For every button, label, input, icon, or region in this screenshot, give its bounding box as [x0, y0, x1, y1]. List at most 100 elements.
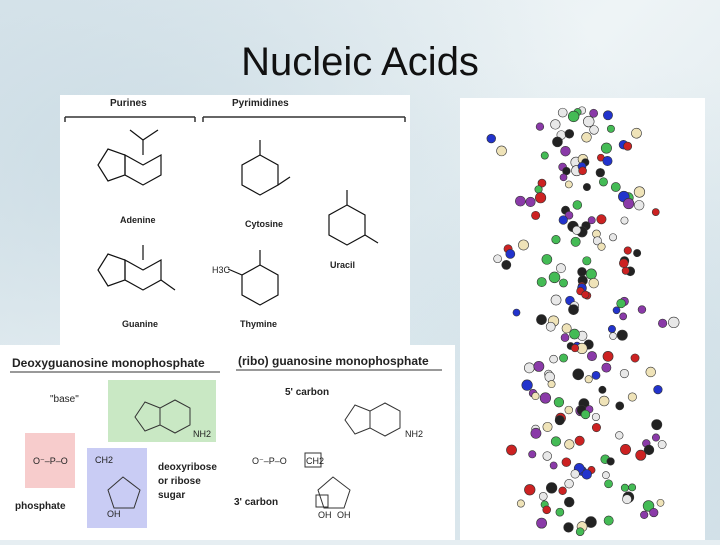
atom-sphere: [560, 333, 570, 342]
atom-sphere: [598, 395, 610, 407]
atom-sphere: [604, 479, 613, 489]
atom-sphere: [542, 451, 552, 461]
atom-sphere: [545, 321, 556, 332]
atom-sphere: [555, 507, 565, 517]
right-ch2-label: CH2: [306, 456, 324, 466]
adenine-label: Adenine: [120, 215, 156, 225]
left-oh-label: OH: [107, 509, 121, 519]
atom-sphere: [550, 119, 561, 130]
atom-sphere: [615, 431, 624, 440]
atom-sphere: [572, 200, 583, 210]
atom-sphere: [518, 239, 529, 251]
atom-sphere: [564, 496, 575, 508]
adenine-structure: [97, 129, 162, 186]
atom-sphere: [602, 156, 613, 166]
atom-sphere: [564, 180, 573, 189]
right-sugar-ring: [317, 476, 351, 509]
atom-sphere: [524, 362, 535, 374]
atom-sphere: [535, 122, 545, 131]
atom-sphere: [558, 215, 568, 225]
atom-sphere: [606, 457, 615, 466]
phosphate-label: phosphate: [15, 501, 66, 512]
atom-sphere: [591, 370, 601, 380]
atom-sphere: [558, 486, 567, 495]
atom-sphere: [506, 444, 517, 456]
atom-sphere: [581, 290, 590, 299]
atom-sphere: [544, 371, 555, 383]
atom-sphere: [568, 304, 579, 315]
atom-sphere: [592, 236, 602, 246]
left-sugar-ring: [107, 476, 141, 509]
atom-sphere: [609, 332, 617, 340]
atom-sphere: [554, 415, 565, 426]
atom-sphere: [651, 208, 660, 216]
atom-sphere: [585, 516, 597, 528]
atom-sphere: [551, 235, 561, 245]
atom-sphere: [623, 246, 632, 255]
atom-sphere: [658, 318, 668, 328]
slide-title: Nucleic Acids: [241, 40, 479, 84]
guanine-label: Guanine: [122, 319, 158, 329]
atom-sphere: [493, 254, 502, 264]
atom-sphere: [587, 216, 596, 225]
atom-sphere: [656, 498, 665, 507]
atom-sphere: [578, 166, 587, 176]
atom-sphere: [531, 210, 541, 220]
right-phosphate-formula: O⁻–P–O: [252, 456, 287, 466]
atom-sphere: [581, 469, 592, 480]
atom-sphere: [606, 124, 615, 133]
atom-sphere: [591, 412, 600, 422]
atom-sphere: [581, 132, 592, 143]
atom-sphere: [561, 323, 572, 334]
atom-sphere: [534, 185, 543, 194]
atom-sphere: [653, 385, 663, 395]
atom-sphere: [559, 353, 568, 363]
atom-sphere: [601, 362, 612, 373]
right-oh-label-2: OH: [337, 510, 351, 520]
atom-sphere: [538, 492, 548, 501]
atom-sphere: [610, 182, 621, 192]
atom-sphere: [570, 236, 581, 247]
base-label: "base": [50, 394, 79, 405]
atom-sphere: [559, 278, 568, 288]
atom-sphere: [630, 353, 640, 363]
atom-sphere: [539, 392, 552, 404]
atom-sphere: [575, 527, 585, 536]
atom-sphere: [645, 366, 656, 378]
atom-sphere: [547, 380, 556, 389]
atom-sphere: [564, 405, 573, 415]
guanosine-title: (ribo) guanosine monophosphate: [238, 354, 429, 368]
atom-sphere: [651, 433, 660, 442]
atom-sphere: [603, 110, 613, 121]
atom-sphere: [572, 225, 582, 235]
atom-sphere: [533, 360, 545, 372]
atom-sphere: [530, 427, 542, 439]
atom-sphere: [548, 271, 561, 284]
atom-sphere: [598, 385, 607, 394]
atom-sphere: [589, 108, 599, 118]
atom-sphere: [587, 351, 597, 362]
uracil-structure: [328, 190, 379, 246]
atom-sphere: [615, 401, 625, 411]
atom-sphere: [649, 508, 659, 518]
atom-sphere: [612, 306, 621, 315]
atom-sphere: [486, 133, 496, 144]
dna-double-helix-model: [460, 98, 705, 540]
purines-header: Purines: [110, 98, 147, 109]
atom-sphere: [496, 145, 507, 157]
atom-sphere: [524, 484, 536, 496]
atom-sphere: [559, 173, 568, 182]
atom-sphere: [580, 409, 591, 420]
right-oh-label-1: OH: [318, 510, 332, 520]
left-phosphate-formula: O⁻–P–O: [33, 456, 68, 466]
atom-sphere: [537, 178, 547, 188]
atom-sphere: [620, 443, 632, 455]
nucleobases-figure: Purines Pyrimidines Adenine Guanine: [60, 95, 410, 345]
atom-sphere: [521, 379, 533, 391]
atom-sphere: [570, 469, 580, 479]
atom-sphere: [633, 186, 646, 198]
atom-sphere: [616, 298, 626, 309]
atom-sphere: [582, 256, 592, 266]
left-ch2-label: CH2: [95, 455, 113, 465]
atom-sphere: [633, 249, 642, 258]
